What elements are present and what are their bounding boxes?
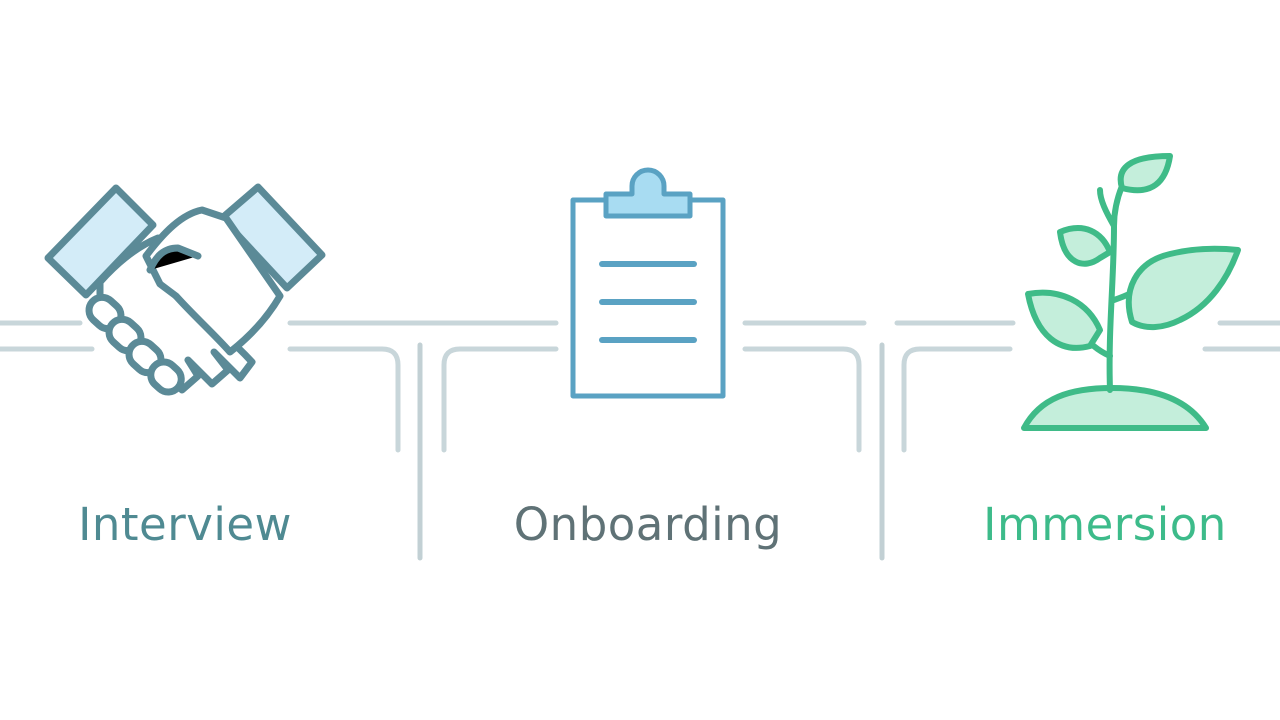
handshake-icon (44, 183, 326, 396)
stage-label-immersion: Immersion (983, 498, 1227, 551)
stage-dividers (417, 342, 885, 561)
stage-label-onboarding: Onboarding (513, 498, 783, 551)
clipboard-icon (570, 167, 726, 399)
sprout-icon (1021, 153, 1241, 431)
track-lower (0, 346, 1280, 453)
stage-label-interview: Interview (78, 498, 292, 551)
